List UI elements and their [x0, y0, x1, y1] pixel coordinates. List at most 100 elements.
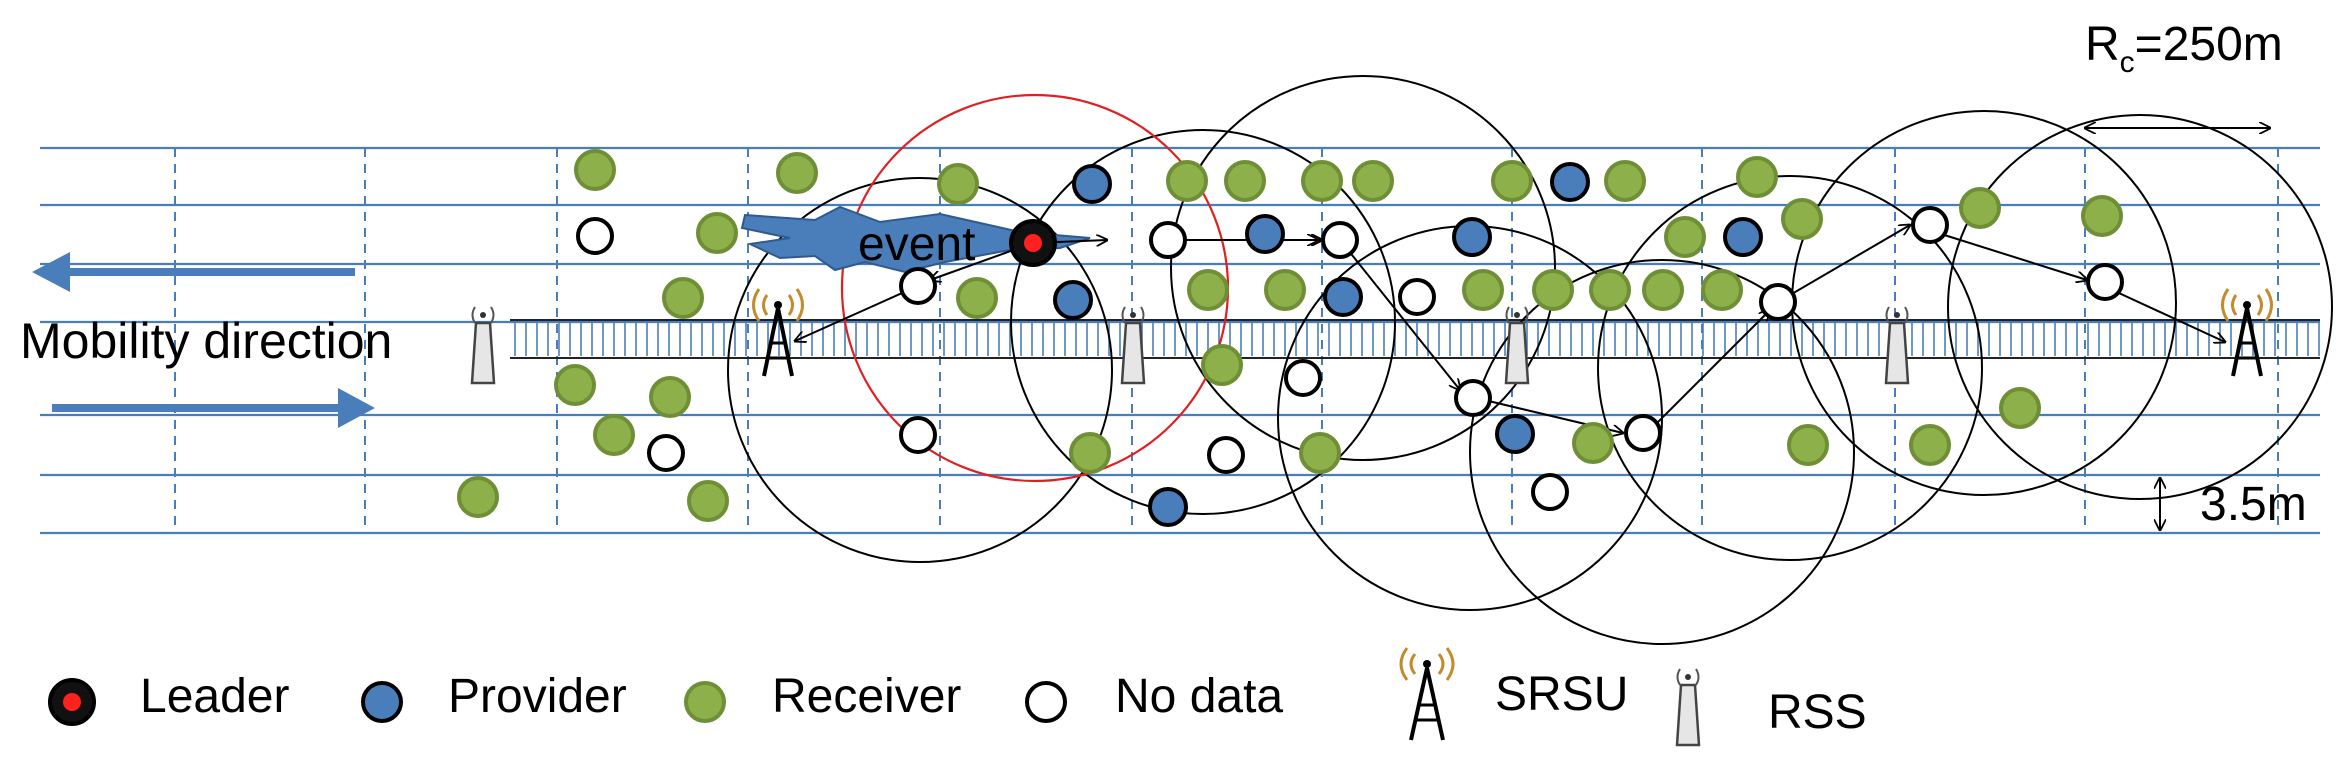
vehicles [457, 149, 2124, 527]
receiver-vehicle-icon [1462, 269, 1504, 311]
receiver-vehicle-icon [1299, 432, 1341, 474]
radius-annotation: Rc=250m [2085, 18, 2283, 128]
receiver-vehicle-icon [1701, 269, 1743, 311]
communication-range-circles [727, 75, 2333, 645]
receiver-vehicle-icon [1264, 269, 1306, 311]
receiver-vehicle-icon [1909, 424, 1951, 466]
lane-width-label: 3.5m [2200, 478, 2307, 531]
receiver-vehicle-icon [1604, 160, 1646, 202]
receiver-vehicle-icon [956, 277, 998, 319]
roadside-units [470, 288, 2273, 385]
provider-vehicle-icon [1148, 487, 1188, 527]
receiver-vehicle-icon [696, 212, 738, 254]
no-data-vehicle-icon [1454, 379, 1492, 417]
rss-unit-icon [1504, 306, 1530, 385]
receiver-vehicle-icon [1736, 156, 1778, 198]
legend-provider-label: Provider [448, 670, 627, 723]
forwarding-arrow [1339, 239, 1460, 390]
event-burst-icon [740, 205, 1091, 274]
provider-vehicle-icon [1323, 277, 1363, 317]
forwarding-arrow [1649, 310, 1770, 431]
no-data-vehicle-icon [1624, 414, 1662, 452]
no-data-vehicle-icon [2086, 263, 2124, 301]
no-data-vehicle-icon [1149, 221, 1187, 259]
receiver-vehicle-icon [1201, 344, 1243, 386]
communication-range-circle [1010, 129, 1396, 515]
provider-vehicle-icon [1245, 214, 1285, 254]
no-data-vehicle-icon [899, 267, 937, 305]
receiver-vehicle-icon [574, 149, 616, 191]
receiver-vehicle-icon [1187, 269, 1229, 311]
legend: Leader Provider Receiver No data SRSU RS… [48, 647, 1867, 747]
no-data-vehicle-icon [647, 434, 685, 472]
no-data-vehicle-icon [1911, 206, 1949, 244]
legend-receiver-label: Receiver [772, 670, 961, 723]
receiver-vehicle-icon [1959, 187, 2001, 229]
receiver-vehicle-icon [2081, 195, 2123, 237]
receiver-vehicle-icon [684, 681, 726, 723]
mobility-direction-label: Mobility direction [20, 313, 392, 369]
radius-subscript: c [2120, 46, 2135, 79]
legend-rss-label: RSS [1768, 686, 1867, 739]
receiver-vehicle-icon [1787, 424, 1829, 466]
legend-srsu-label: SRSU [1495, 668, 1628, 721]
provider-vehicle-icon [1053, 280, 1093, 320]
receiver-vehicle-icon [1352, 160, 1394, 202]
srsu-tower-icon [752, 288, 804, 377]
communication-range-circle [727, 177, 1113, 563]
communication-range-circle [1791, 110, 2177, 496]
provider-vehicle-icon [1495, 414, 1535, 454]
no-data-vehicle-icon [899, 416, 937, 454]
communication-range-circle [1469, 259, 1855, 645]
receiver-vehicle-icon [593, 414, 635, 456]
provider-vehicle-icon [1550, 162, 1590, 202]
receiver-vehicle-icon [457, 476, 499, 518]
forwarding-arrow [795, 284, 921, 341]
provider-vehicle-icon [361, 681, 403, 723]
provider-vehicle-icon [1452, 217, 1492, 257]
rss-unit-icon [470, 306, 496, 385]
rss-unit-icon [1120, 306, 1146, 385]
rss-unit-icon [1884, 306, 1910, 385]
receiver-vehicle-icon [649, 376, 691, 418]
mobility-arrows [32, 252, 375, 428]
forwarding-arrow [1937, 232, 2087, 280]
svg-text:Rc=250m: Rc=250m [2085, 18, 2283, 79]
receiver-vehicle-icon [1069, 432, 1111, 474]
communication-range-circle [1170, 75, 1556, 461]
receiver-vehicle-icon [1642, 269, 1684, 311]
no-data-vehicle-icon [1759, 283, 1797, 321]
no-data-vehicle-icon [1531, 473, 1569, 511]
receiver-vehicle-icon [1572, 422, 1614, 464]
receiver-vehicle-icon [1664, 216, 1706, 258]
receiver-vehicle-icon [554, 364, 596, 406]
receiver-vehicle-icon [1166, 160, 1208, 202]
road-median [510, 319, 2320, 359]
receiver-vehicle-icon [1301, 160, 1343, 202]
receiver-vehicle-icon [1589, 269, 1631, 311]
srsu-tower-icon [2221, 288, 2273, 377]
no-data-vehicle-icon [1321, 221, 1359, 259]
leader-vehicle-core [1024, 234, 1042, 252]
communication-range-circle [1947, 114, 2333, 500]
receiver-vehicle-icon [1491, 160, 1533, 202]
rss-unit-icon [1675, 668, 1701, 747]
forwarding-arrow [1777, 225, 1910, 303]
receiver-vehicle-icon [1781, 198, 1823, 240]
receiver-vehicle-icon [687, 480, 729, 522]
radius-symbol: R [2085, 18, 2120, 71]
receiver-vehicle-icon [1532, 269, 1574, 311]
no-data-vehicle-icon [1398, 278, 1436, 316]
lane-width-annotation: 3.5m [2160, 478, 2307, 531]
legend-leader-label: Leader [140, 670, 289, 723]
provider-vehicle-icon [1723, 217, 1763, 257]
srsu-tower-icon [1399, 647, 1455, 741]
event-label: event [858, 218, 975, 271]
receiver-vehicle-icon [776, 152, 818, 194]
receiver-vehicle-icon [937, 163, 979, 205]
communication-range-circle [1597, 175, 1983, 561]
provider-vehicle-icon [1072, 164, 1112, 204]
no-data-vehicle-icon [1284, 359, 1322, 397]
receiver-vehicle-icon [662, 277, 704, 319]
